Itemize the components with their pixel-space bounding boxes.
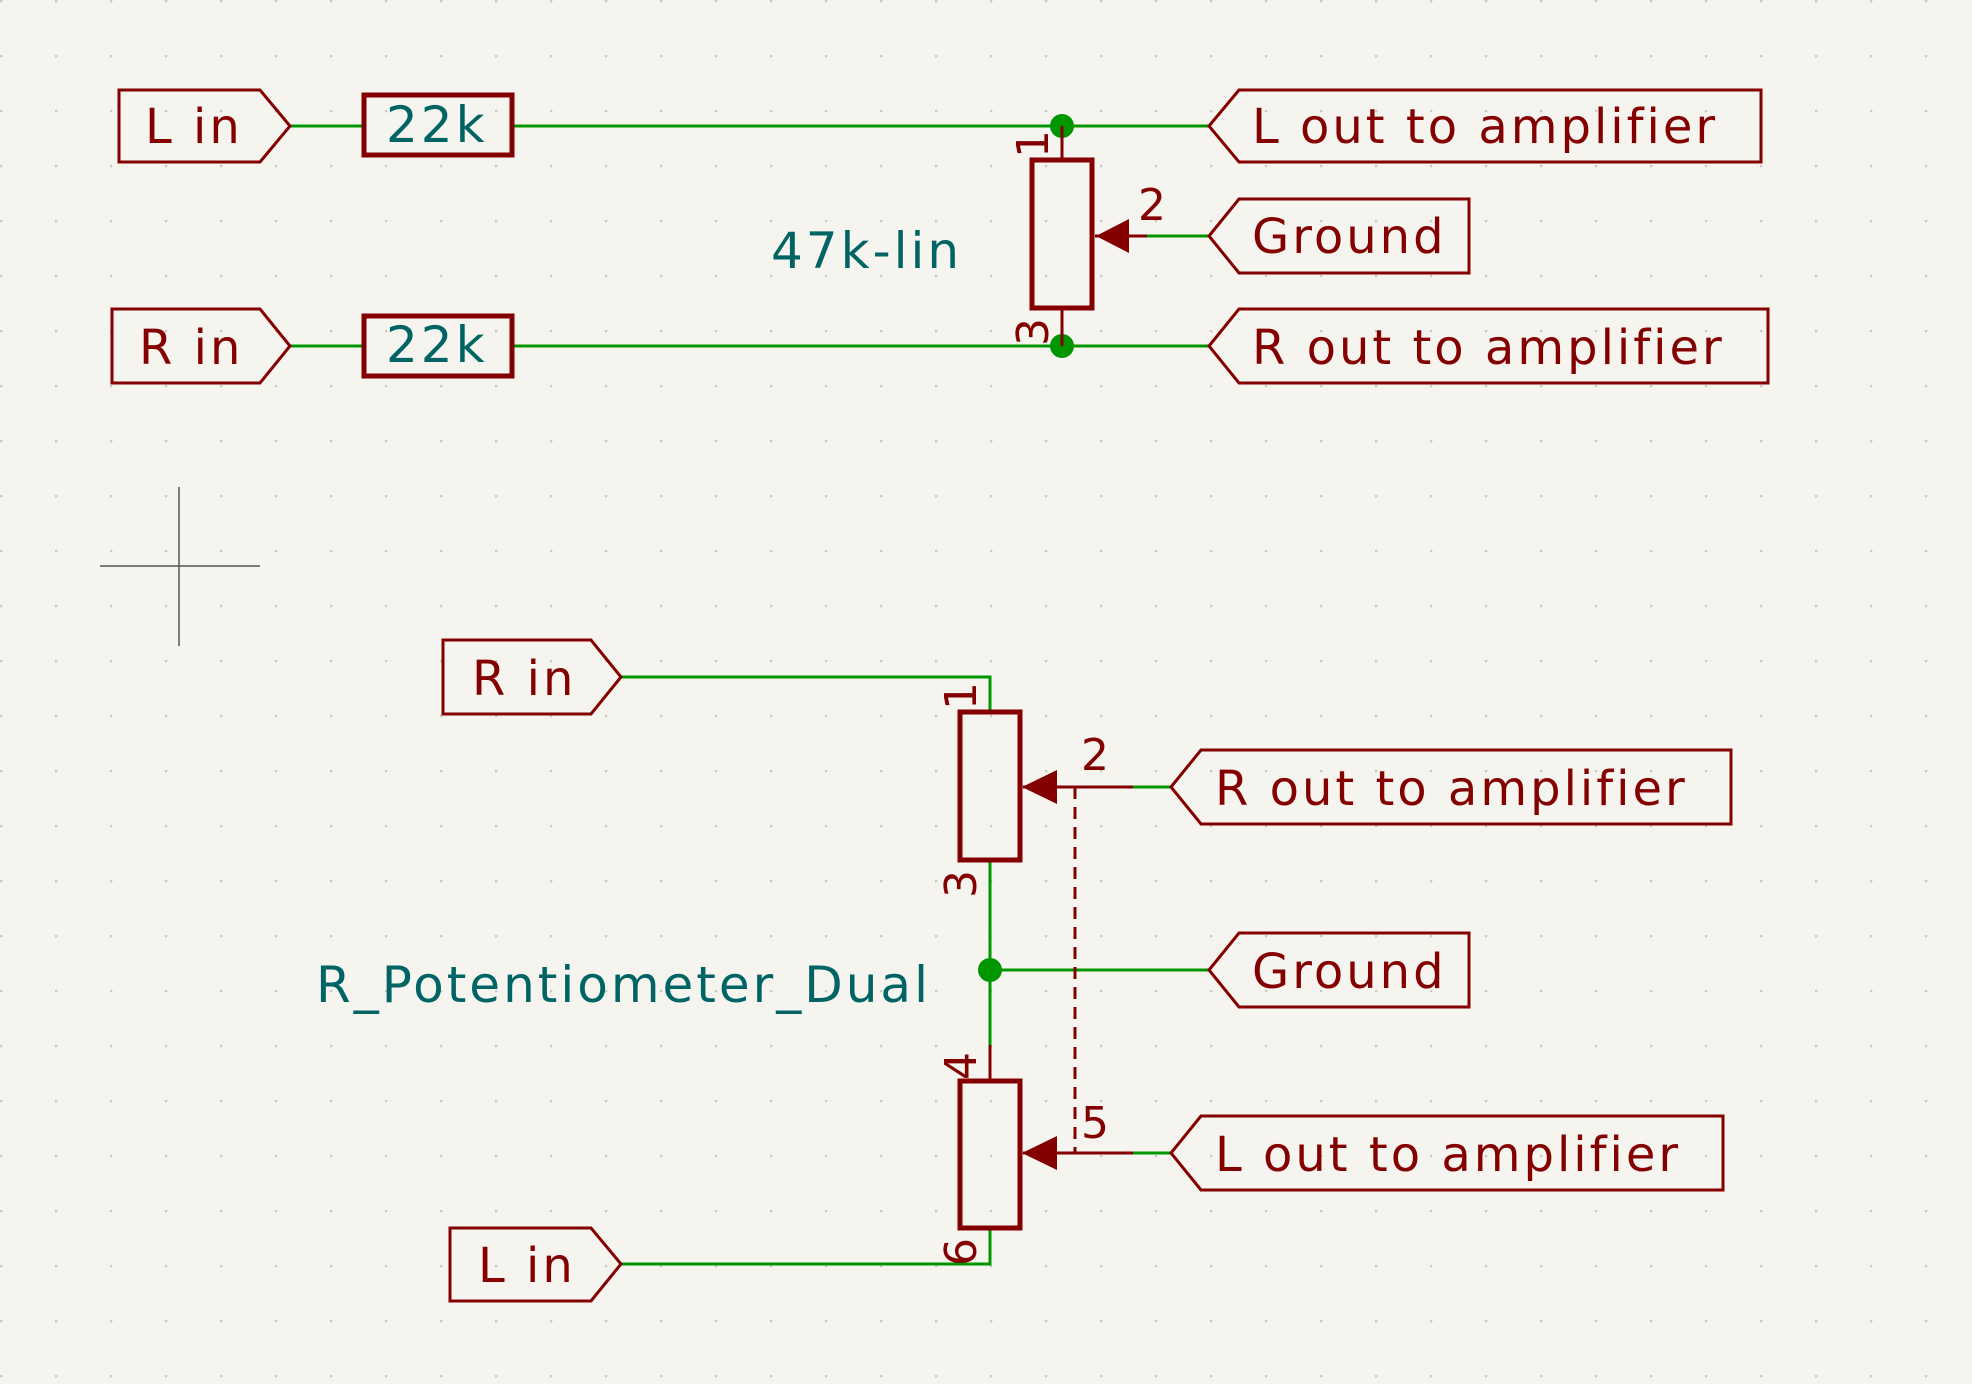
label-text: Ground [1252,209,1447,265]
pin-number: 5 [1081,1098,1109,1149]
crosshair-icon [100,487,260,646]
potentiometer-value: R_Potentiometer_Dual [316,956,931,1014]
label-text: R in [139,320,243,376]
resistor-value: 22k [386,316,488,374]
wire-rin-to-pin1[interactable] [621,675,992,712]
pin-number: 6 [936,1238,987,1266]
global-label-r-out[interactable]: R out to amplifier [1207,307,1770,385]
global-label-r-in[interactable]: R in [441,638,623,716]
label-text: L out to amplifier [1252,99,1718,155]
wiper-arrow-icon [1022,1136,1057,1170]
global-label-l-in[interactable]: L in [117,88,292,164]
pin-number: 3 [936,870,987,898]
global-label-ground[interactable]: Ground [1207,931,1471,1009]
resistor-value: 22k [386,96,488,154]
potentiometer-value: 47k-lin [771,222,962,280]
bottom-circuit: R in L in 1 2 3 4 5 6 R_Potentiometer_Du… [316,638,1733,1303]
global-label-l-out[interactable]: L out to amplifier [1207,88,1763,164]
label-text: R out to amplifier [1215,761,1688,817]
resistor-r1[interactable]: 22k [361,92,515,158]
pin-number: 1 [936,682,987,710]
pin-number: 1 [1008,130,1059,158]
pin-number: 3 [1008,318,1059,346]
potentiometer-47k[interactable]: 1 2 3 47k-lin [771,126,1166,346]
wiper-arrow-icon [1022,770,1057,804]
pin-number: 4 [936,1052,987,1080]
global-label-r-in[interactable]: R in [110,307,292,385]
global-label-r-out[interactable]: R out to amplifier [1169,748,1733,826]
global-label-l-in[interactable]: L in [448,1226,623,1303]
junction-dot [978,958,1002,982]
resistor-r2[interactable]: 22k [361,313,515,379]
pin-number: 2 [1138,180,1166,231]
top-circuit: L in R in 22k 22k 1 2 3 47k-lin [110,88,1770,385]
dual-potentiometer[interactable]: 1 2 3 4 5 6 R_Potentiometer_Dual [316,682,1133,1266]
wiper-arrow-icon [1096,219,1129,253]
label-text: L out to amplifier [1215,1127,1681,1183]
wire-lin-to-pin6[interactable] [621,1228,992,1266]
global-label-ground[interactable]: Ground [1207,197,1471,275]
label-text: Ground [1252,944,1447,1000]
label-text: L in [145,99,243,155]
label-text: L in [478,1238,576,1294]
label-text: R out to amplifier [1252,320,1725,376]
pin-number: 2 [1081,730,1109,781]
global-label-l-out[interactable]: L out to amplifier [1169,1114,1725,1192]
label-text: R in [472,651,576,707]
